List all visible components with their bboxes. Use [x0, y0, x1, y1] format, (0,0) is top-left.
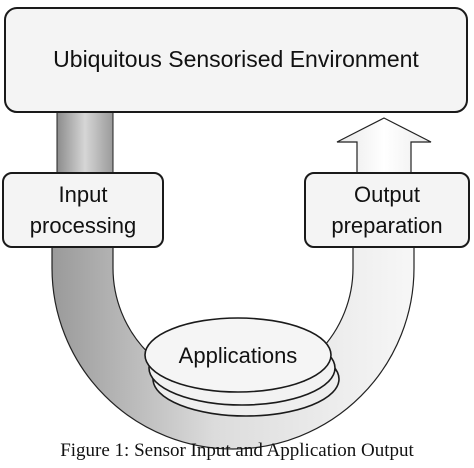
output-box-line1: Output: [354, 182, 420, 207]
input-box-line2: processing: [30, 213, 136, 238]
output-arrow: [336, 117, 432, 175]
environment-label: Ubiquitous Sensorised Environment: [53, 46, 419, 72]
environment-box: [4, 7, 468, 113]
output-box-line2: preparation: [331, 213, 442, 238]
applications-label: Applications: [179, 343, 298, 368]
input-processing-box: [2, 172, 164, 248]
input-box-line1: Input: [59, 182, 108, 207]
applications-disc-front: [144, 317, 332, 393]
sensor-input-arrow: [56, 111, 114, 175]
output-preparation-box: [304, 172, 470, 248]
figure-caption: Figure 1: Sensor Input and Application O…: [60, 440, 414, 461]
